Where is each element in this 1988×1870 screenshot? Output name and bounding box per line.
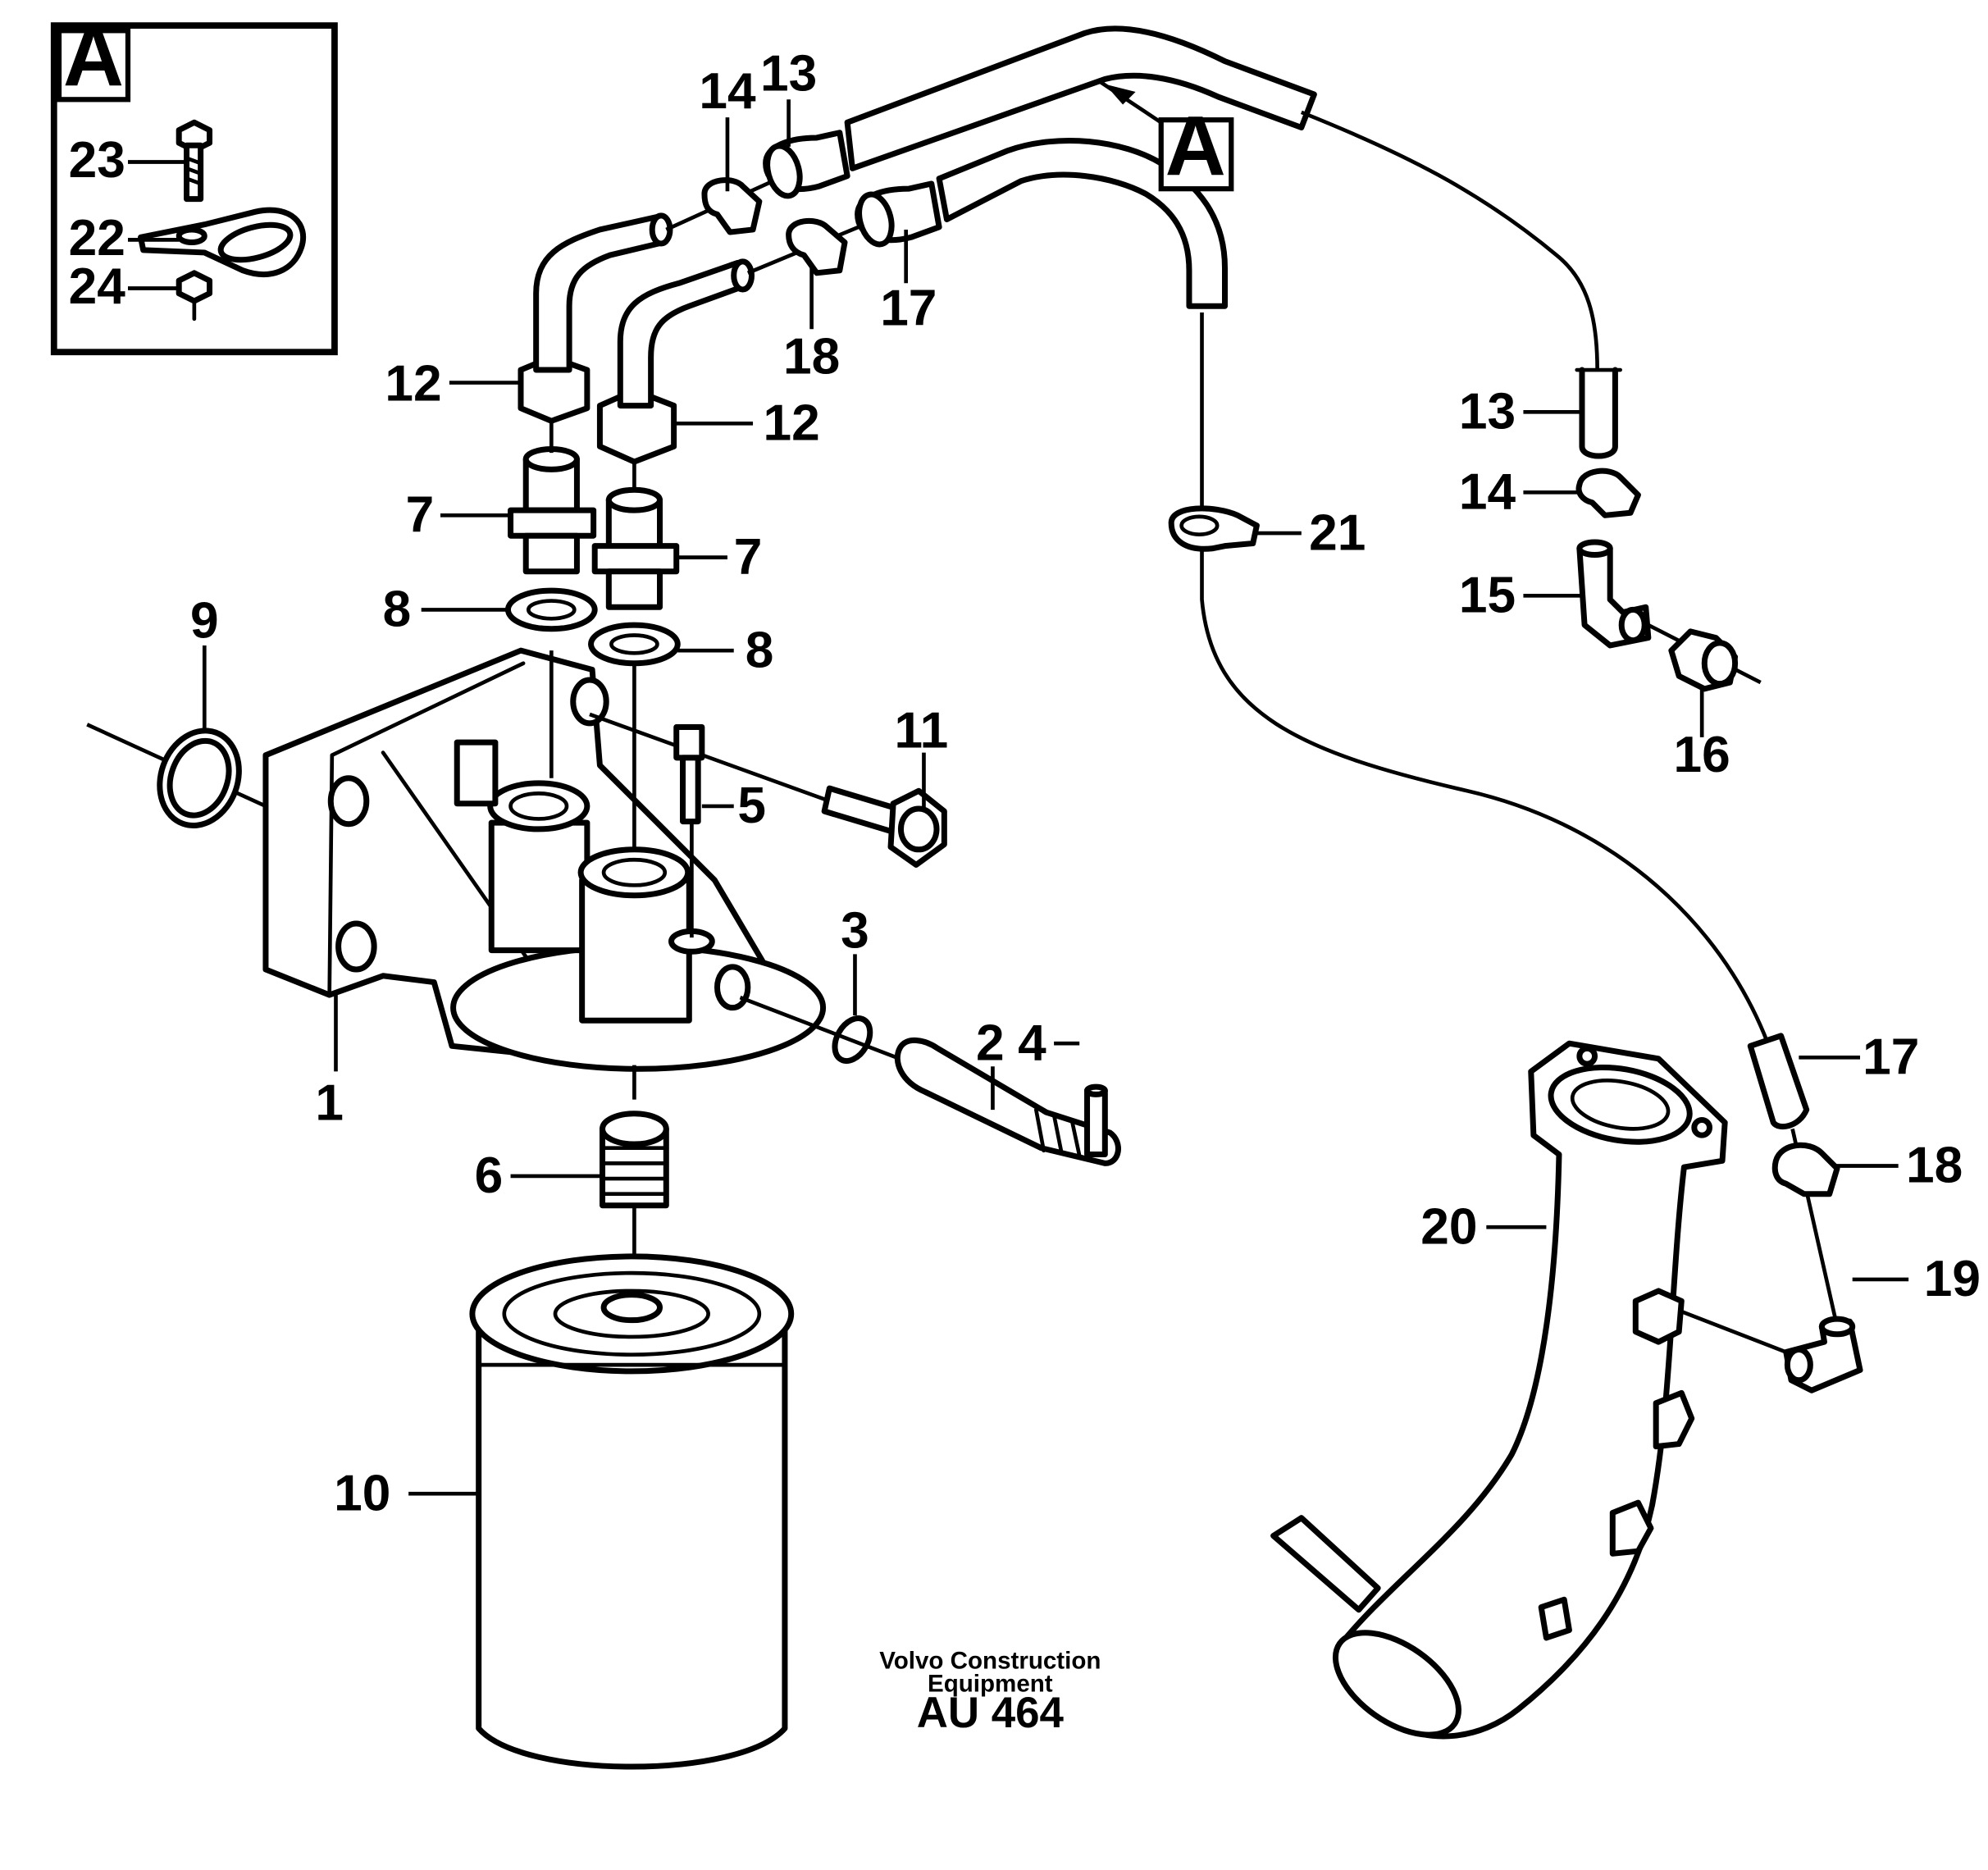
filter-housing-1 (262, 647, 827, 1072)
callout-14-top: 14 (699, 63, 756, 120)
routing-line-17-lower (1200, 550, 1776, 1060)
adapter-16 (1668, 628, 1739, 692)
o-ring-9 (86, 723, 267, 828)
nipple-2 (894, 1038, 1121, 1166)
adapter-6 (600, 1065, 669, 1304)
callout-23: 23 (69, 132, 125, 189)
callout-8-left: 8 (383, 582, 412, 638)
clamp-21 (1168, 505, 1260, 552)
section-marker-a: A (1098, 80, 1234, 193)
callout-20: 20 (1420, 1198, 1477, 1255)
hose-13-top (763, 25, 1317, 199)
hose-13-right (1575, 367, 1622, 459)
elbow-19 (1783, 1316, 1863, 1393)
callout-22: 22 (69, 210, 125, 267)
washer-8-left (504, 587, 598, 632)
callout-leaders (127, 99, 1909, 1496)
clamp-14-top (665, 176, 780, 235)
callout-7-right: 7 (734, 529, 763, 586)
company-line-2: Equipment (928, 1670, 1053, 1697)
callout-18-top: 18 (783, 329, 840, 385)
pin-4 (1084, 1083, 1108, 1158)
callout-1: 1 (315, 1075, 344, 1132)
washer-8-right (588, 622, 681, 667)
elbow-15 (1576, 539, 1652, 649)
fitting-7-left (508, 445, 597, 778)
callout-15: 15 (1459, 568, 1516, 624)
nut-24 (176, 270, 213, 304)
drawing-code: AU 464 (917, 1689, 1065, 1737)
callout-11: 11 (894, 702, 948, 759)
clamp-22 (138, 207, 307, 277)
callout-13-top: 13 (760, 45, 817, 102)
callout-12-left: 12 (385, 355, 441, 412)
footer: Volvo Construction Equipment AU 464 (879, 1647, 1101, 1737)
callout-17-top: 17 (880, 280, 937, 337)
callout-18-right: 18 (1906, 1138, 1963, 1194)
clamp-14-right (1575, 468, 1641, 518)
callout-7-left: 7 (406, 487, 435, 544)
callout-10: 10 (334, 1465, 390, 1521)
callout-13-right: 13 (1459, 384, 1516, 440)
routing-line-13 (1300, 110, 1599, 371)
oil-filter-10 (469, 1253, 795, 1770)
bolt-11 (589, 712, 947, 868)
company-line-1: Volvo Construction (879, 1647, 1101, 1674)
callout-2: 2 (976, 1015, 1005, 1071)
svg-text:A: A (1165, 98, 1226, 193)
callout-19: 19 (1924, 1251, 1981, 1307)
bolt-23 (176, 119, 213, 203)
callout-5: 5 (737, 778, 766, 834)
callout-12-right: 12 (763, 395, 819, 452)
screw-5 (673, 723, 705, 938)
callout-3: 3 (841, 903, 869, 960)
clamp-18-top (746, 217, 869, 276)
callout-16: 16 (1674, 727, 1730, 783)
tube-right (617, 258, 755, 409)
fitting-7-right (591, 486, 680, 849)
callout-21: 21 (1309, 504, 1366, 561)
callout-9: 9 (190, 593, 219, 650)
clamp-18-right (1771, 1142, 1840, 1197)
callout-14-right: 14 (1459, 464, 1516, 521)
inset-detail-a: A (50, 9, 338, 356)
hose-17-right (1747, 1033, 1810, 1130)
callout-17-right: 17 (1863, 1029, 1919, 1086)
inset-letter: A (63, 9, 124, 103)
return-pipe-20 (1270, 1040, 1728, 1740)
callout-24: 24 (69, 258, 126, 315)
callout-4: 4 (1018, 1015, 1046, 1071)
callout-numbers: 23 22 24 14 13 18 17 12 12 7 7 8 8 9 11 … (69, 45, 1981, 1521)
hose-17-top (855, 138, 1228, 309)
callout-6: 6 (475, 1147, 504, 1204)
callout-8-right: 8 (746, 622, 774, 678)
